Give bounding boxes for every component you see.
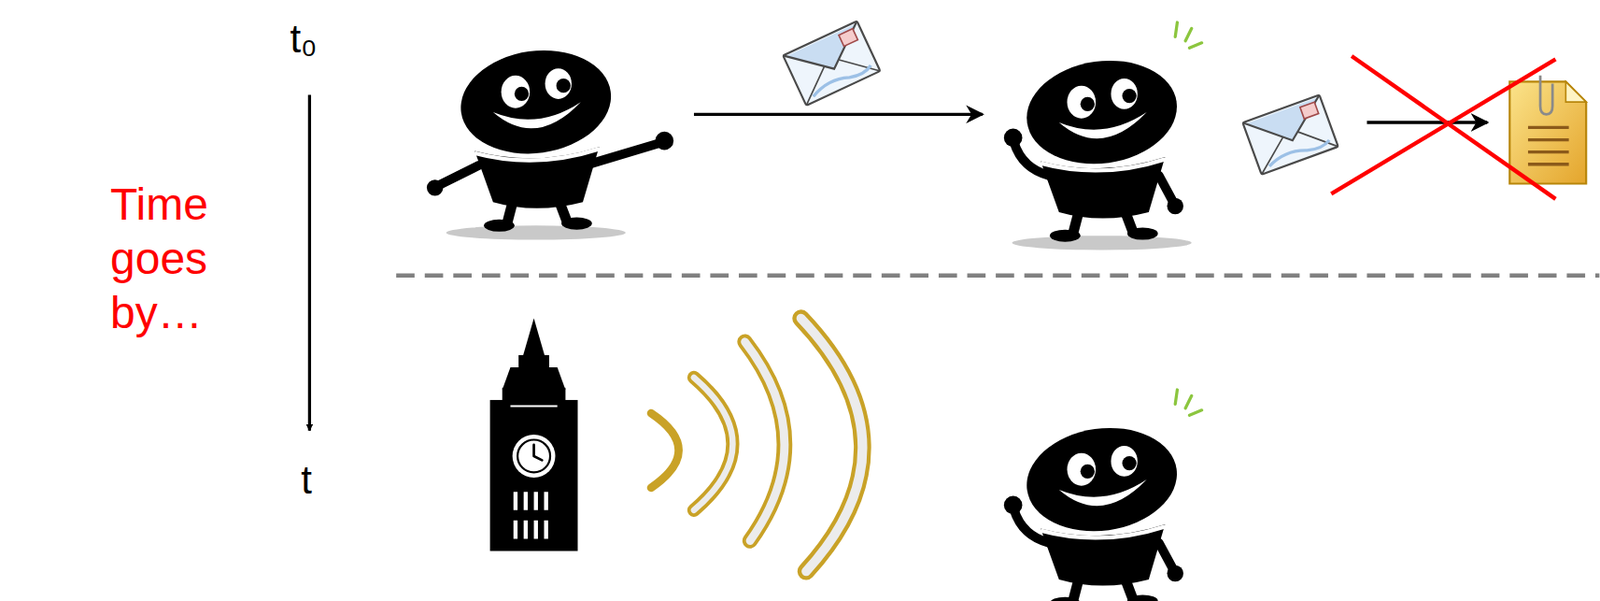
chime-waves [651, 318, 863, 572]
time-end-label: t [300, 457, 312, 503]
envelope-icon [1242, 94, 1338, 174]
cross-out-mark [1330, 56, 1556, 199]
receiver-figure [1004, 22, 1203, 250]
clock-tower [490, 318, 579, 552]
envelope-icon [782, 21, 880, 106]
receiver-figure [1004, 389, 1203, 601]
time-start-label: t₀ [289, 16, 317, 62]
document-icon [1509, 75, 1586, 185]
time-axis-arrow [308, 95, 312, 431]
processing-arrow [1366, 120, 1487, 124]
elapsed-time-note: Time goes by… [110, 177, 312, 340]
sender-figure [426, 41, 674, 241]
separator-line [396, 273, 1600, 278]
message-arrow [693, 113, 983, 116]
